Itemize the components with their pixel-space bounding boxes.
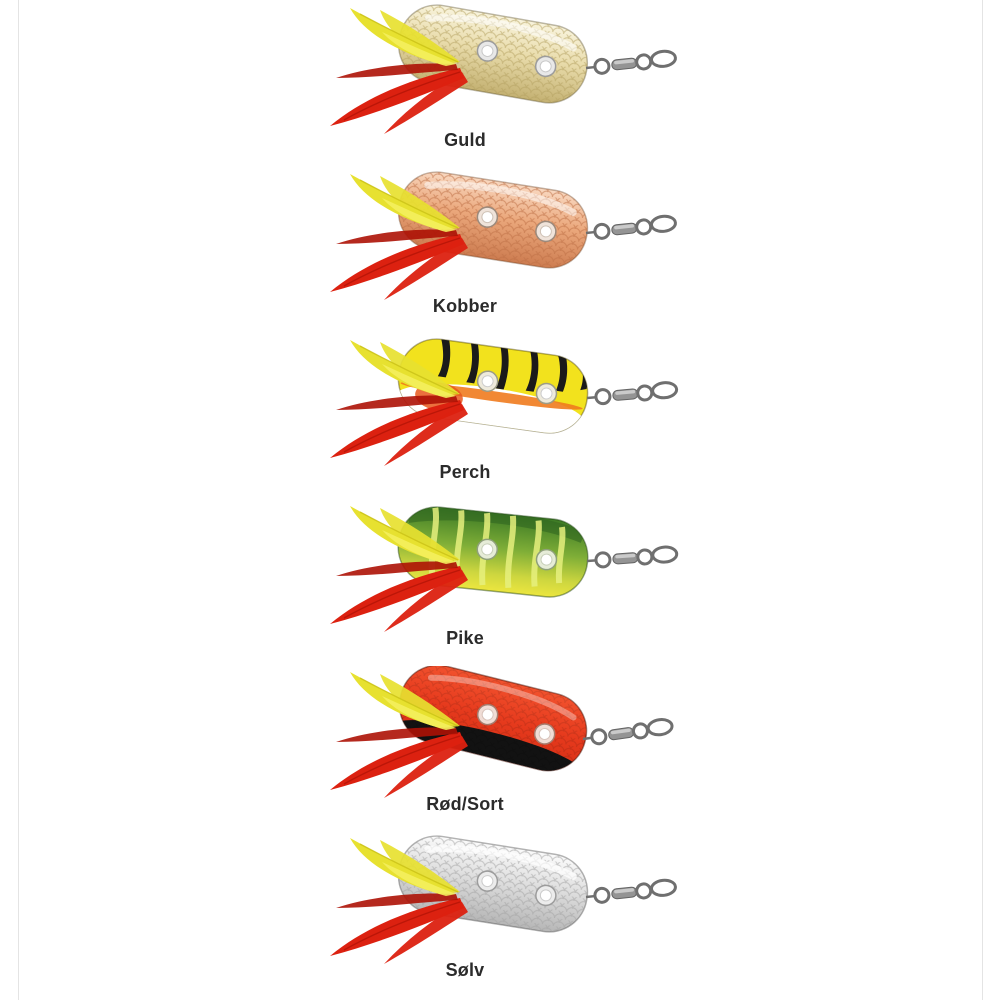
lure-item-solv: Sølv [0, 832, 1000, 998]
swivel-chain [586, 381, 679, 406]
feather-tail [330, 340, 468, 466]
rivet [535, 220, 557, 243]
rivet [476, 206, 499, 228]
lure-photo-pike [330, 506, 679, 632]
swivel-chain [582, 718, 674, 746]
lure-item-kobber: Kobber [0, 168, 1000, 334]
rivet [535, 884, 557, 907]
lure-label-rod-sort: Rød/Sort [426, 794, 504, 814]
rivet [534, 55, 557, 78]
lure-item-perch: Perch [0, 334, 1000, 500]
rivet [476, 370, 499, 392]
swivel-chain [585, 878, 677, 904]
lure-label-solv: Sølv [445, 960, 485, 980]
lure-item-rod-sort: Rød/Sort [0, 666, 1000, 832]
lure-item-pike: Pike [0, 500, 1000, 666]
feather-tail [330, 672, 468, 798]
feather-tail [330, 838, 468, 964]
feather-tail [330, 174, 468, 300]
rivet [535, 548, 558, 571]
lure-photo-guld [330, 4, 677, 134]
rivet [476, 703, 499, 726]
feather-tail [330, 8, 468, 134]
swivel-chain [585, 214, 677, 240]
lure-label-perch: Perch [439, 462, 491, 482]
lure-label-kobber: Kobber [432, 296, 498, 316]
lure-label-pike: Pike [446, 628, 484, 648]
lure-photo-rod-sort [330, 666, 674, 798]
swivel-chain [586, 545, 679, 569]
feather-tail [330, 506, 468, 632]
lure-label-guld: Guld [444, 130, 486, 150]
left-border-line [18, 0, 19, 1000]
lure-photo-perch [330, 338, 679, 466]
swivel-chain [585, 49, 677, 75]
right-border-line [982, 0, 983, 1000]
rivet [535, 382, 558, 405]
lure-photo-kobber [330, 171, 677, 300]
rivet [476, 40, 499, 62]
rivet [476, 870, 499, 892]
lure-item-guld: Guld [0, 2, 1000, 168]
rivet [533, 723, 556, 745]
lure-photo-solv [330, 835, 677, 964]
rivet [476, 538, 498, 561]
